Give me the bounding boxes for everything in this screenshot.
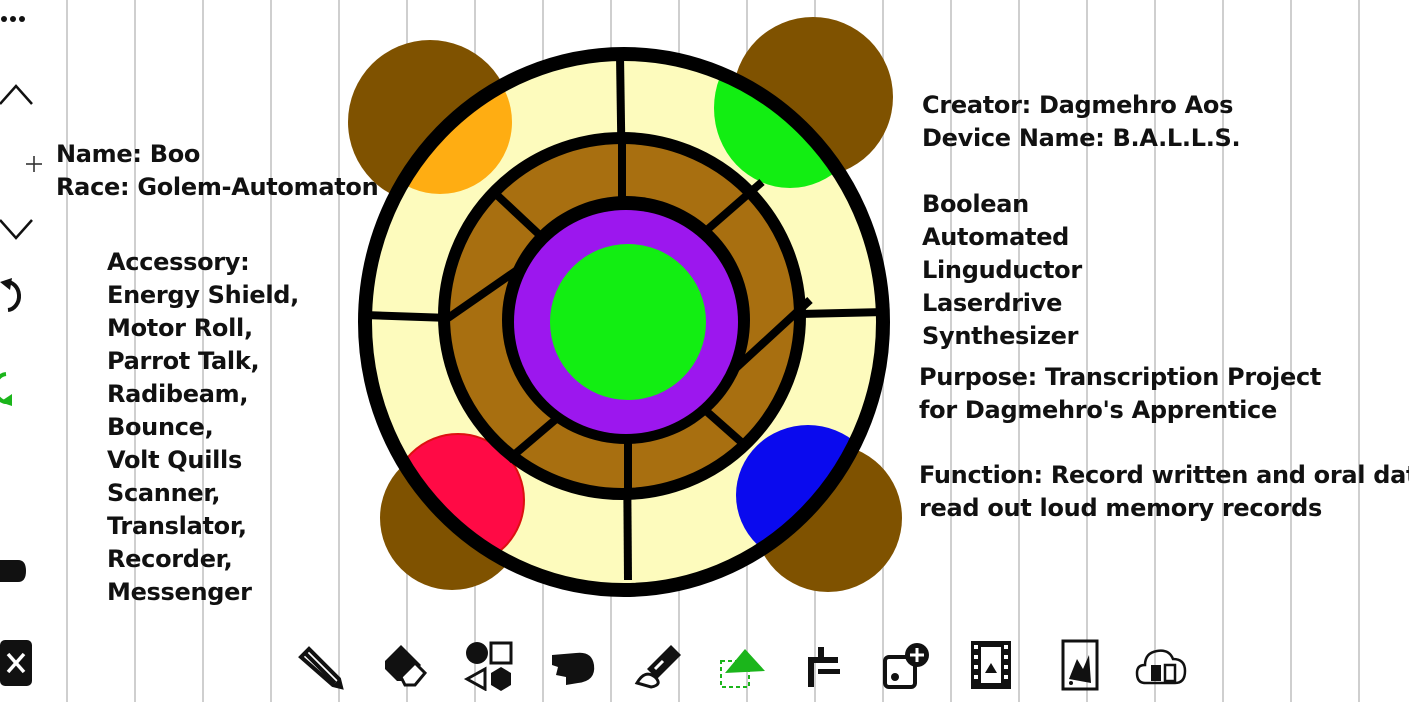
lasso-select-tool[interactable] [712,636,770,694]
function-line: read out loud memory records [919,494,1322,522]
accessory-item: Recorder, [107,545,233,573]
shapes-tool[interactable] [460,636,518,694]
accessory-item: Radibeam, [107,380,249,408]
acronym-line: Synthesizer [922,322,1079,350]
cloud-sync-icon [1135,649,1187,685]
page-background-tool[interactable] [1050,636,1108,694]
pen-tip-icon[interactable] [0,558,28,584]
accessory-item: Motor Roll, [107,314,253,342]
accessory-item: Messenger [107,578,252,606]
acronym-line: Linguductor [922,256,1082,284]
eraser-tool[interactable] [376,636,434,694]
finger-smudge-tool[interactable] [545,636,603,694]
accessory-item: Volt Quills [107,446,242,474]
chevron-down-icon[interactable] [0,216,36,242]
middle-ring-dividers [445,140,813,492]
race-line: Race: Golem-Automaton [56,173,379,201]
shapes-icon [463,641,513,691]
highlighter-tool[interactable] [630,636,688,694]
film-tool[interactable] [962,636,1020,694]
finger-smudge-icon [552,652,595,685]
green-core [550,244,706,400]
film-icon [971,641,1011,689]
undo-icon[interactable] [0,368,24,408]
acronym-line: Boolean [922,190,1029,218]
pencil-tool[interactable] [290,636,348,694]
acronym-line: Laserdrive [922,289,1063,317]
eraser-icon [385,645,428,687]
redo-icon[interactable] [0,278,24,316]
accessory-text-block: Accessory: Energy Shield, Motor Roll, Parro… [107,246,299,609]
function-line: Function: Record written and oral data, [919,461,1409,489]
highlighter-icon [634,645,681,689]
device-name-line: Device Name: B.A.L.L.S. [922,124,1241,152]
accessory-item: Parrot Talk, [107,347,260,375]
chevron-up-icon[interactable] [0,82,36,108]
device-drawing[interactable] [340,10,910,610]
name-line: Name: Boo [56,140,201,168]
add-image-icon [883,643,929,689]
align-tool[interactable] [795,636,853,694]
accessory-item: Energy Shield, [107,281,299,309]
accessory-item: Scanner, [107,479,221,507]
close-icon[interactable] [0,640,34,688]
purpose-line: for Dagmehro's Apprentice [919,396,1277,424]
cloud-sync-tool[interactable] [1132,636,1190,694]
bottom-toolbar [280,630,1200,696]
pencil-icon [298,646,344,690]
accessory-heading: Accessory: [107,248,250,276]
more-dots-icon[interactable] [0,12,26,26]
creator-line: Creator: Dagmehro Aos [922,91,1234,119]
left-rail [0,0,50,702]
purpose-text-block: Purpose: Transcription Project for Dagmeh… [919,361,1321,427]
align-icon [808,647,840,687]
lasso-select-icon [720,649,765,688]
accessory-item: Bounce, [107,413,214,441]
add-icon[interactable] [24,154,44,174]
acronym-line: Automated [922,223,1070,251]
accessory-item: Translator, [107,512,247,540]
function-text-block: Function: Record written and oral data, r… [919,459,1409,525]
purpose-line: Purpose: Transcription Project [919,363,1322,391]
page-background-icon [1061,639,1099,691]
add-image-tool[interactable] [878,636,936,694]
outer-border [358,47,890,597]
